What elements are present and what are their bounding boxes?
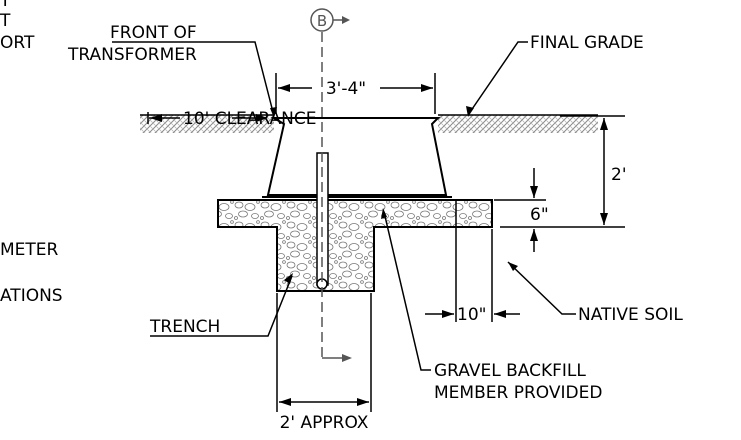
section-line (321, 16, 352, 362)
partial-label-ations: ATIONS (0, 286, 63, 306)
slab-thickness-label: 6" (530, 205, 549, 225)
pad-height-label: 2' (611, 165, 627, 185)
offset-label: 10" (457, 305, 486, 325)
front-of-label: FRONT OF (110, 23, 197, 43)
concrete-pad-slab (217, 199, 493, 292)
gravel-backfill-label: GRAVEL BACKFILL (434, 361, 586, 381)
section-marker-label: B (317, 12, 327, 30)
final-grade-ground (140, 114, 598, 133)
trench-label: TRENCH (149, 317, 220, 337)
partial-label-meter: METER (0, 240, 59, 260)
partial-label-top-2: T (0, 11, 11, 31)
transformer-label: TRANSFORMER (67, 45, 197, 65)
partial-label-top-1: T (0, 0, 11, 11)
pad-width-label: 3'-4" (326, 79, 366, 99)
partial-label-top-3: ORT (0, 33, 35, 53)
transformer-body (266, 117, 448, 196)
clearance-label: 10' CLEARANCE (183, 109, 317, 129)
final-grade-label: FINAL GRADE (530, 33, 644, 53)
native-soil-label: NATIVE SOIL (578, 305, 683, 325)
trench-width-label: 2' APPROX (280, 413, 369, 433)
member-provided-label: MEMBER PROVIDED (434, 383, 602, 403)
section-marker-circle (310, 8, 334, 32)
